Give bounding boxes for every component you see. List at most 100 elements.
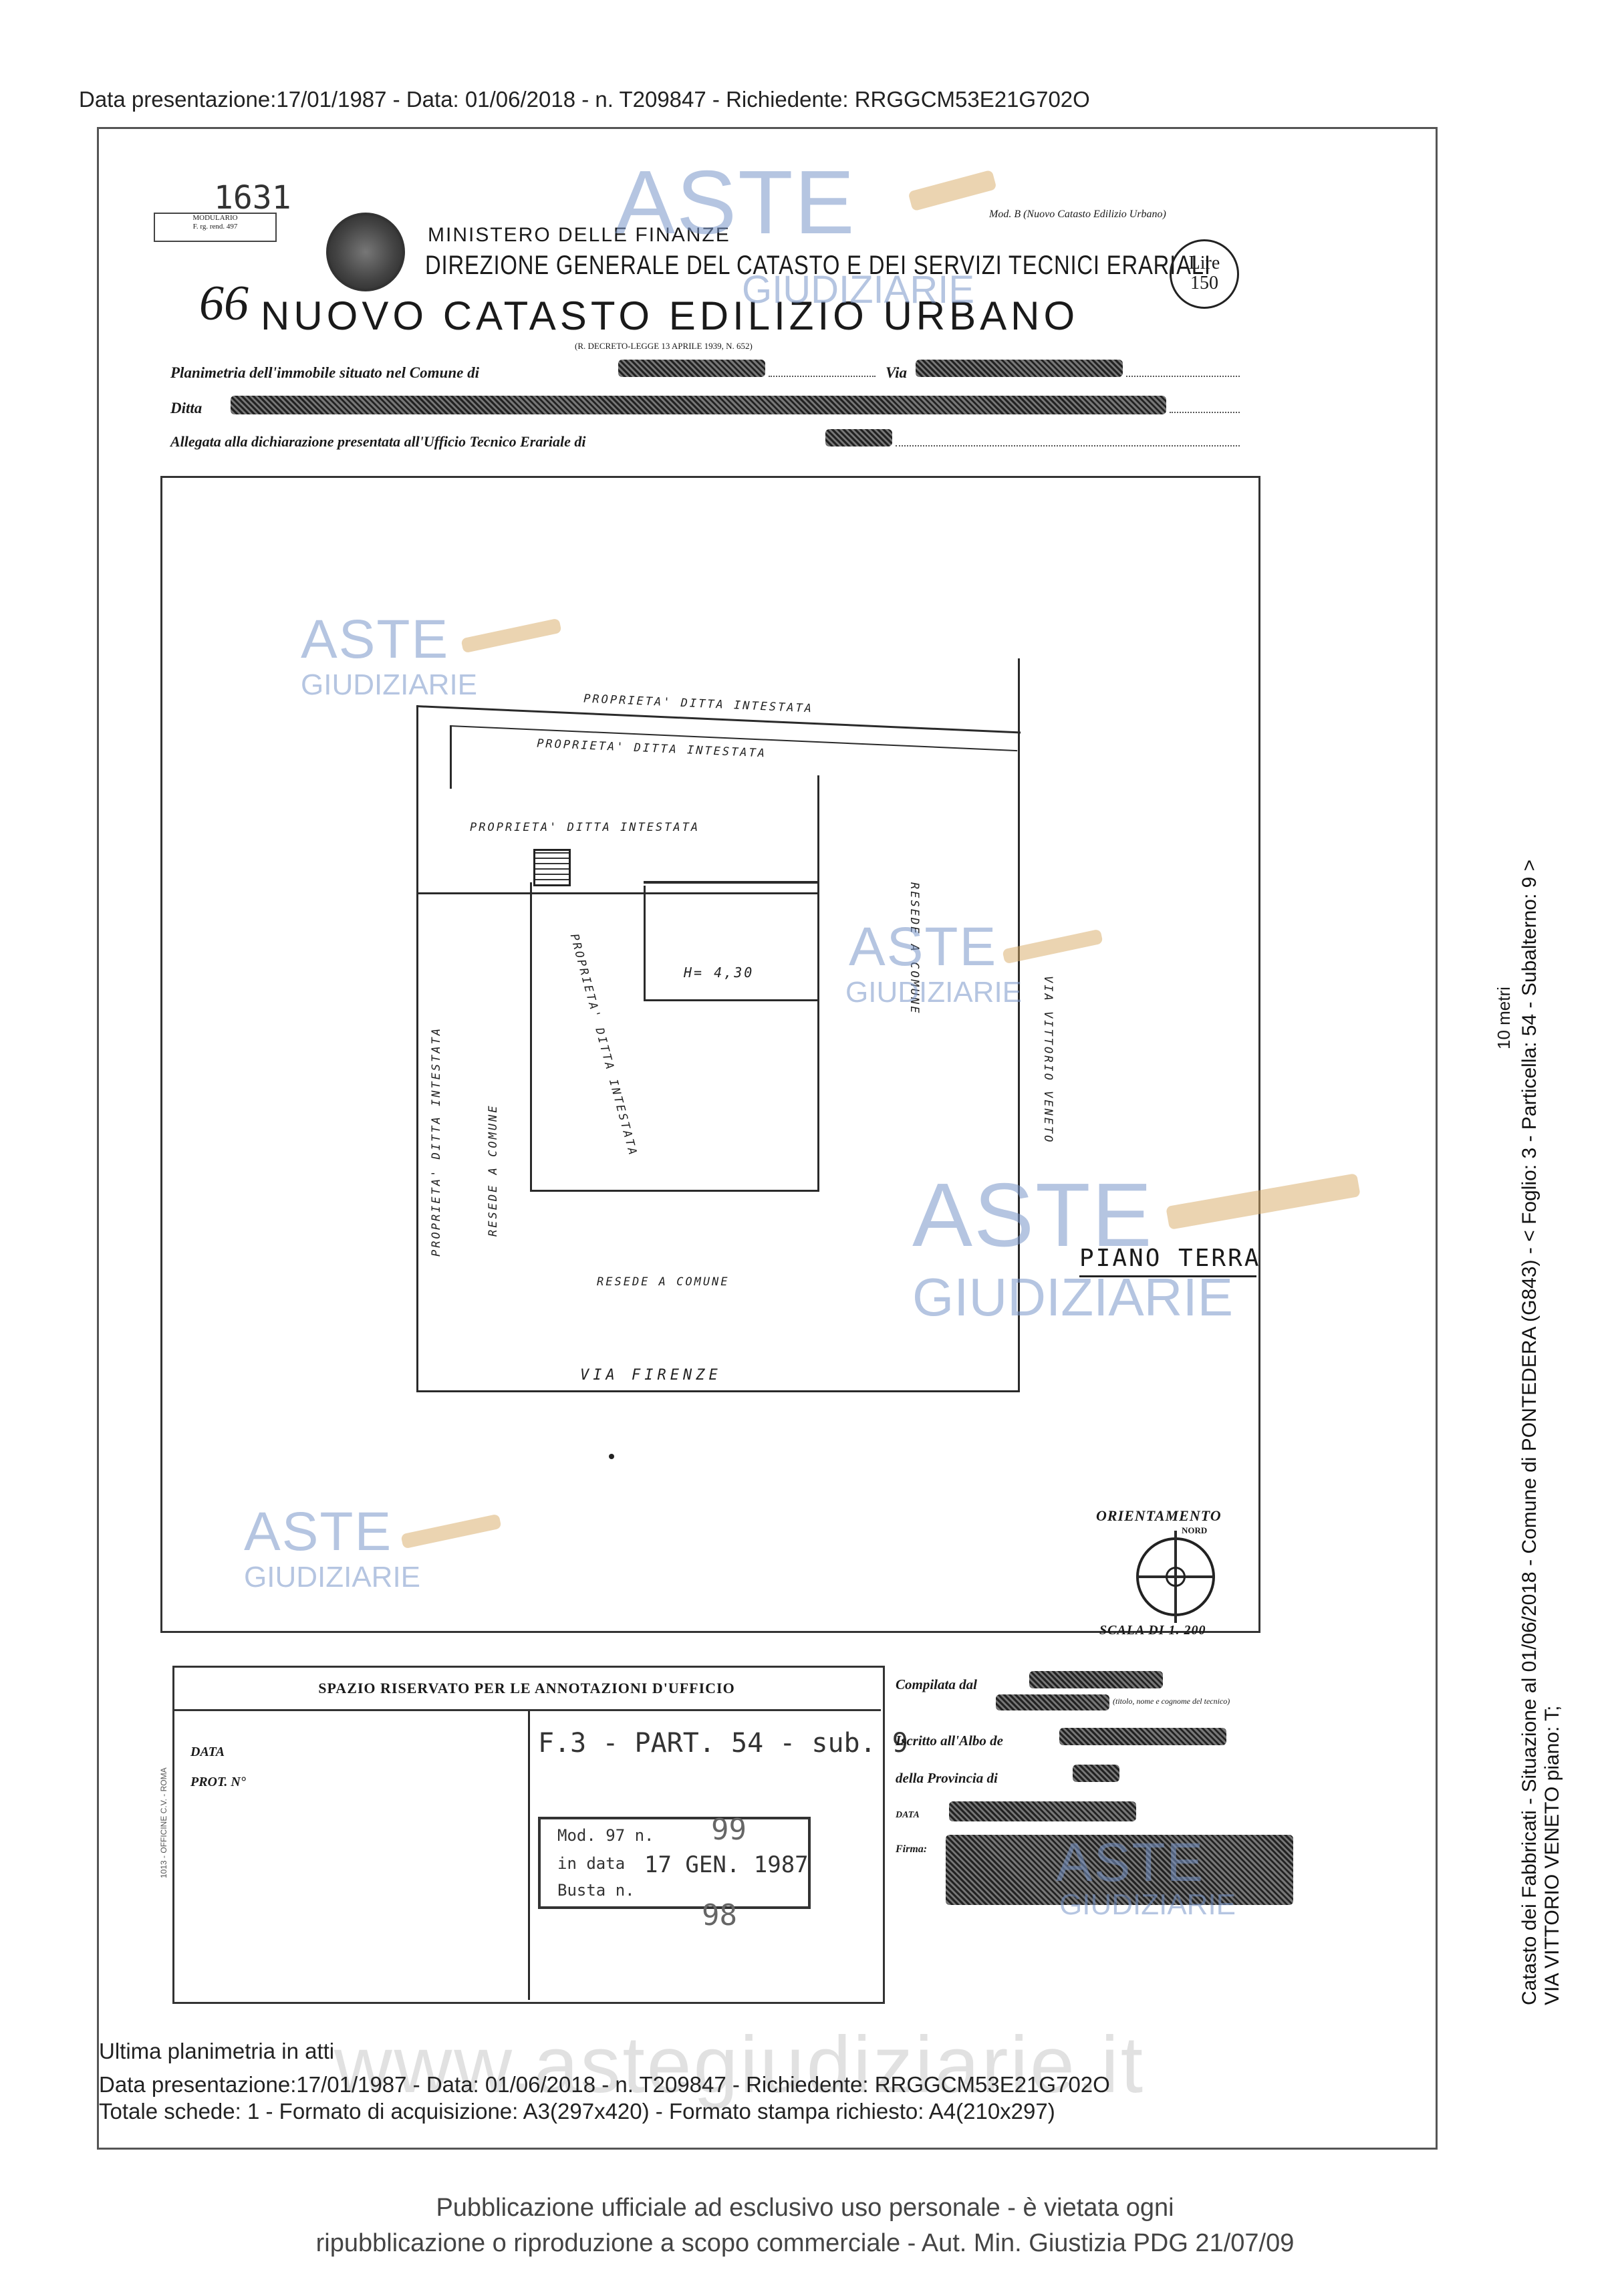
label-via-firenze: VIA FIRENZE xyxy=(580,1367,722,1384)
side-print: 1013 - OFFICINE C.V. - ROMA xyxy=(159,1767,168,1878)
room-left-wall xyxy=(644,886,646,999)
modulario-label: MODULARIO xyxy=(192,214,238,222)
footer-line2: Totale schede: 1 - Formato di acquisizio… xyxy=(99,2099,1055,2124)
room-top-wall xyxy=(644,881,819,884)
label-prop-diag: PROPRIETA' DITTA INTESTATA xyxy=(567,932,640,1158)
republic-emblem-icon xyxy=(326,213,405,291)
lire-label: Lire xyxy=(1188,253,1220,273)
redacted-ditta xyxy=(231,396,1166,414)
redacted-provincia xyxy=(1073,1765,1119,1782)
ann-prot-label: PROT. N° xyxy=(190,1775,246,1789)
stamp-line3-hand: 98 xyxy=(702,1898,737,1932)
watermark-aste-1: ASTE xyxy=(615,152,856,253)
watermark-aste-4: ASTE xyxy=(912,1164,1154,1265)
watermark-giudiziarie-5: GIUDIZIARIE xyxy=(244,1561,421,1593)
annotations-header: SPAZIO RISERVATO PER LE ANNOTAZIONI D'UF… xyxy=(172,1666,881,1711)
right-vertical-info: Catasto dei Fabbricati - Situazione al 0… xyxy=(1518,860,1564,2005)
top-inner-vertical xyxy=(450,725,452,789)
compass-icon xyxy=(1136,1531,1215,1623)
watermark-giudiziarie-3: GIUDIZIARIE xyxy=(845,976,1023,1009)
label-resede-bottom: RESEDE A COMUNE xyxy=(597,1275,730,1289)
room-bottom-wall xyxy=(644,999,819,1001)
label-prop-top1: PROPRIETA' DITTA INTESTATA xyxy=(583,692,814,716)
inner-right-wall xyxy=(817,775,819,1190)
label-prop-top2: PROPRIETA' DITTA INTESTATA xyxy=(536,737,767,761)
compilata-sub: (titolo, nome e cognome del tecnico) xyxy=(1113,1696,1230,1706)
bottom-boundary-line xyxy=(416,1390,1020,1392)
ann-data-label: DATA xyxy=(190,1745,225,1759)
label-resede-left: RESEDE A COMUNE xyxy=(487,1104,500,1237)
redacted-ufficio xyxy=(825,429,892,447)
stamp-line1-hand: 99 xyxy=(711,1813,747,1847)
submission-header: Data presentazione:17/01/1987 - Data: 01… xyxy=(79,87,1090,112)
ditta-label: Ditta xyxy=(170,400,203,416)
publication-line2: ripubblicazione o riproduzione a scopo c… xyxy=(315,2229,1295,2257)
watermark-giudiziarie-4: GIUDIZIARIE xyxy=(912,1267,1234,1327)
stair-symbol-icon xyxy=(533,849,571,886)
ministry-name: MINISTERO DELLE FINANZE xyxy=(428,224,730,246)
stamp-line3: Busta n. xyxy=(557,1881,635,1900)
handwritten-66: 66 xyxy=(199,276,249,331)
label-prop-left: PROPRIETA' DITTA INTESTATA xyxy=(430,1026,443,1257)
scala-label: SCALA DI 1. 200 xyxy=(1099,1623,1206,1638)
handwritten-form-number: 1631 xyxy=(214,179,291,217)
left-boundary-line xyxy=(416,705,418,1390)
redacted-via xyxy=(916,360,1123,377)
footer-line1: Data presentazione:17/01/1987 - Data: 01… xyxy=(99,2072,1110,2097)
watermark-aste-6: ASTE xyxy=(1056,1832,1205,1893)
piano-underline xyxy=(1079,1275,1256,1277)
site-watermark: www.astegiudiziarie.it xyxy=(334,2020,1146,2110)
allegata-dotted-line xyxy=(896,445,1240,447)
watermark-giudiziarie-1: GIUDIZIARIE xyxy=(742,268,975,311)
provincia-label: della Provincia di xyxy=(896,1770,998,1786)
redacted-compiler xyxy=(1029,1671,1163,1688)
redacted-compiler-name xyxy=(996,1694,1109,1710)
ann-divider xyxy=(528,1711,530,2000)
inner-top-wall xyxy=(416,892,817,894)
right-boundary-line xyxy=(1018,658,1020,1390)
annotations-box xyxy=(172,1666,885,2004)
right-vertical-line2: VIA VITTORIO VENETO piano: T; xyxy=(1541,1705,1563,2005)
redacted-signature xyxy=(946,1835,1293,1905)
document-frame xyxy=(97,127,1438,2150)
inner-bottom-wall xyxy=(530,1190,819,1192)
via-label: Via xyxy=(886,364,907,381)
handwritten-ref: F.3 - PART. 54 - sub. 9 xyxy=(538,1728,908,1759)
firma-label: Firma: xyxy=(896,1843,928,1855)
planimetria-label: Planimetria dell'immobile situato nel Co… xyxy=(170,364,479,381)
allegata-label: Allegata alla dichiarazione presentata a… xyxy=(170,433,586,450)
scale-note: 10 metri xyxy=(1494,987,1514,1049)
redacted-albo xyxy=(1059,1728,1226,1745)
publication-line1: Pubblicazione ufficiale ad esclusivo uso… xyxy=(436,2194,1174,2222)
comune-dotted-line xyxy=(769,376,876,377)
label-via-vittorio: VIA VITTORIO VENETO xyxy=(1041,976,1055,1144)
watermark-giudiziarie-2: GIUDIZIARIE xyxy=(301,668,478,701)
direzione-name: DIREZIONE GENERALE DEL CATASTO E DEI SER… xyxy=(425,251,1211,280)
lire-stamp: Lire 150 xyxy=(1170,239,1239,309)
nord-label: NORD xyxy=(1182,1525,1208,1535)
inner-left-wall xyxy=(530,882,532,1190)
stamp-date: 17 GEN. 1987 xyxy=(644,1852,809,1878)
floor-plan-area: PROPRIETA' DITTA INTESTATA PROPRIETA' DI… xyxy=(160,476,1260,1633)
lire-value: 150 xyxy=(1190,273,1218,293)
plan-dot xyxy=(609,1454,614,1459)
decreto-note: (R. DECRETO-LEGGE 13 APRILE 1939, N. 652… xyxy=(575,341,753,351)
piano-label: PIANO TERRA xyxy=(1079,1245,1261,1272)
watermark-giudiziarie-6: GIUDIZIARIE xyxy=(1059,1888,1236,1921)
mod-b-label: Mod. B (Nuovo Catasto Edilizio Urbano) xyxy=(989,209,1166,220)
label-height: H= 4,30 xyxy=(684,965,755,981)
ultima-planimetria: Ultima planimetria in atti xyxy=(99,2039,335,2063)
orientamento-label: ORIENTAMENTO xyxy=(1096,1507,1222,1524)
registration-stamp: Mod. 97 n. 99 in data 17 GEN. 1987 Busta… xyxy=(538,1813,811,1909)
redacted-date xyxy=(949,1801,1136,1821)
compilata-label: Compilata dal xyxy=(896,1676,977,1692)
compiler-data-label: DATA xyxy=(896,1810,920,1820)
watermark-aste-3: ASTE xyxy=(849,916,998,977)
watermark-aste-5: ASTE xyxy=(244,1501,393,1562)
watermark-aste-2: ASTE xyxy=(301,609,450,670)
right-vertical-line1: Catasto dei Fabbricati - Situazione al 0… xyxy=(1518,859,1540,2005)
label-prop-mid: PROPRIETA' DITTA INTESTATA xyxy=(470,821,700,834)
stamp-line1: Mod. 97 n. xyxy=(557,1826,654,1845)
ditta-dotted-line xyxy=(1170,412,1240,413)
redacted-comune xyxy=(618,360,765,377)
